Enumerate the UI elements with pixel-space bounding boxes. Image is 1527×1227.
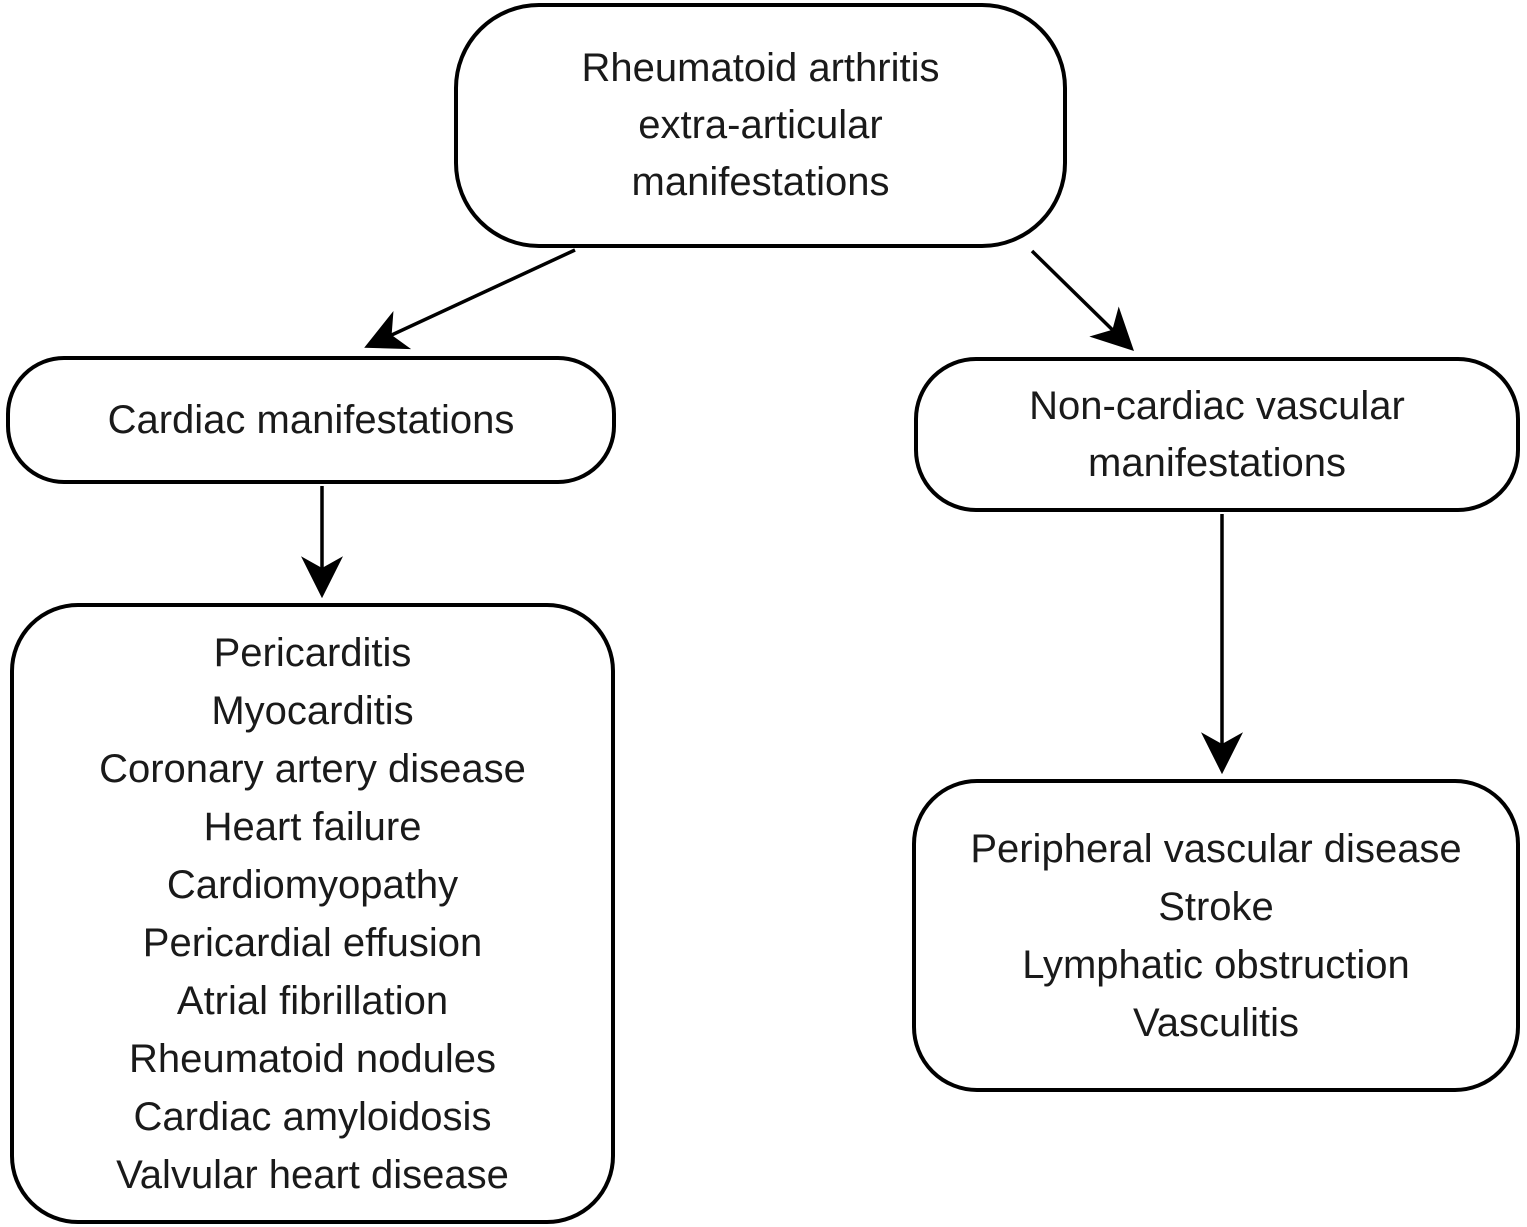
list-item: Valvular heart disease xyxy=(116,1152,509,1197)
list-item: Heart failure xyxy=(203,804,422,849)
arrow-root-to-noncardiac xyxy=(1030,249,1134,351)
node-root: Rheumatoid arthritis extra-articular man… xyxy=(454,3,1067,248)
node-cardiac-label: Cardiac manifestations xyxy=(107,397,515,442)
list-item: Pericardial effusion xyxy=(142,920,483,965)
node-cardiac-manifestations: Cardiac manifestations xyxy=(6,356,616,484)
node-noncardiac-label: Non-cardiac vascular manifestations xyxy=(1029,383,1405,485)
arrow-root-to-cardiac xyxy=(364,248,576,350)
list-item: Atrial fibrillation xyxy=(176,978,449,1023)
list-item: Rheumatoid nodules xyxy=(129,1036,496,1081)
list-item: Cardiomyopathy xyxy=(166,862,459,907)
node-noncardiac-list: Peripheral vascular disease Stroke Lymph… xyxy=(912,779,1520,1092)
list-item: Stroke xyxy=(1158,884,1274,929)
list-item: Vasculitis xyxy=(1133,1000,1299,1045)
list-item: Lymphatic obstruction xyxy=(1022,942,1410,987)
list-item: Cardiac amyloidosis xyxy=(133,1094,492,1139)
list-item: Pericarditis xyxy=(213,630,412,675)
list-item: Peripheral vascular disease xyxy=(970,826,1462,871)
list-item: Myocarditis xyxy=(211,688,414,733)
node-cardiac-list: Pericarditis Myocarditis Coronary artery… xyxy=(10,603,615,1224)
node-root-label: Rheumatoid arthritis extra-articular man… xyxy=(581,46,940,204)
list-item: Coronary artery disease xyxy=(99,746,526,791)
node-noncardiac-vascular-manifestations: Non-cardiac vascular manifestations xyxy=(914,357,1520,512)
